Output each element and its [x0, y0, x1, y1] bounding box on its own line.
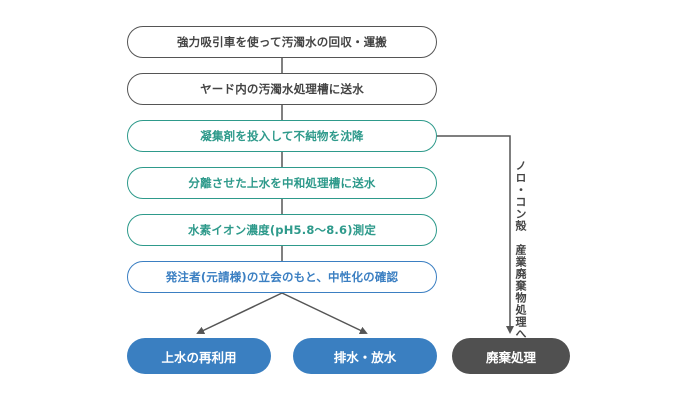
step-4-send-to-neutralization-tank: 分離させた上水を中和処理槽に送水 — [127, 167, 437, 199]
arrow-to-reuse — [196, 292, 283, 335]
arrow-to-waste — [437, 135, 514, 334]
step-3-add-coagulant: 凝集剤を投入して不純物を沈降 — [127, 120, 437, 152]
step-5-ph-measurement: 水素イオン濃度(pH5.8～8.6)測定 — [127, 214, 437, 246]
side-branch-label: ノロ・コン殻 産業廃棄物処理へ — [514, 160, 527, 340]
result-waste-disposal: 廃棄処理 — [452, 338, 570, 374]
step-2-send-to-treatment-tank: ヤード内の汚濁水処理槽に送水 — [127, 73, 437, 105]
result-water-reuse: 上水の再利用 — [127, 338, 271, 374]
result-discharge: 排水・放水 — [293, 338, 437, 374]
step-6-neutralization-confirmation: 発注者(元請様)の立会のもと、中性化の確認 — [127, 261, 437, 293]
step-1-collect-transport: 強力吸引車を使って汚濁水の回収・運搬 — [127, 26, 437, 58]
arrow-to-discharge — [281, 292, 368, 335]
